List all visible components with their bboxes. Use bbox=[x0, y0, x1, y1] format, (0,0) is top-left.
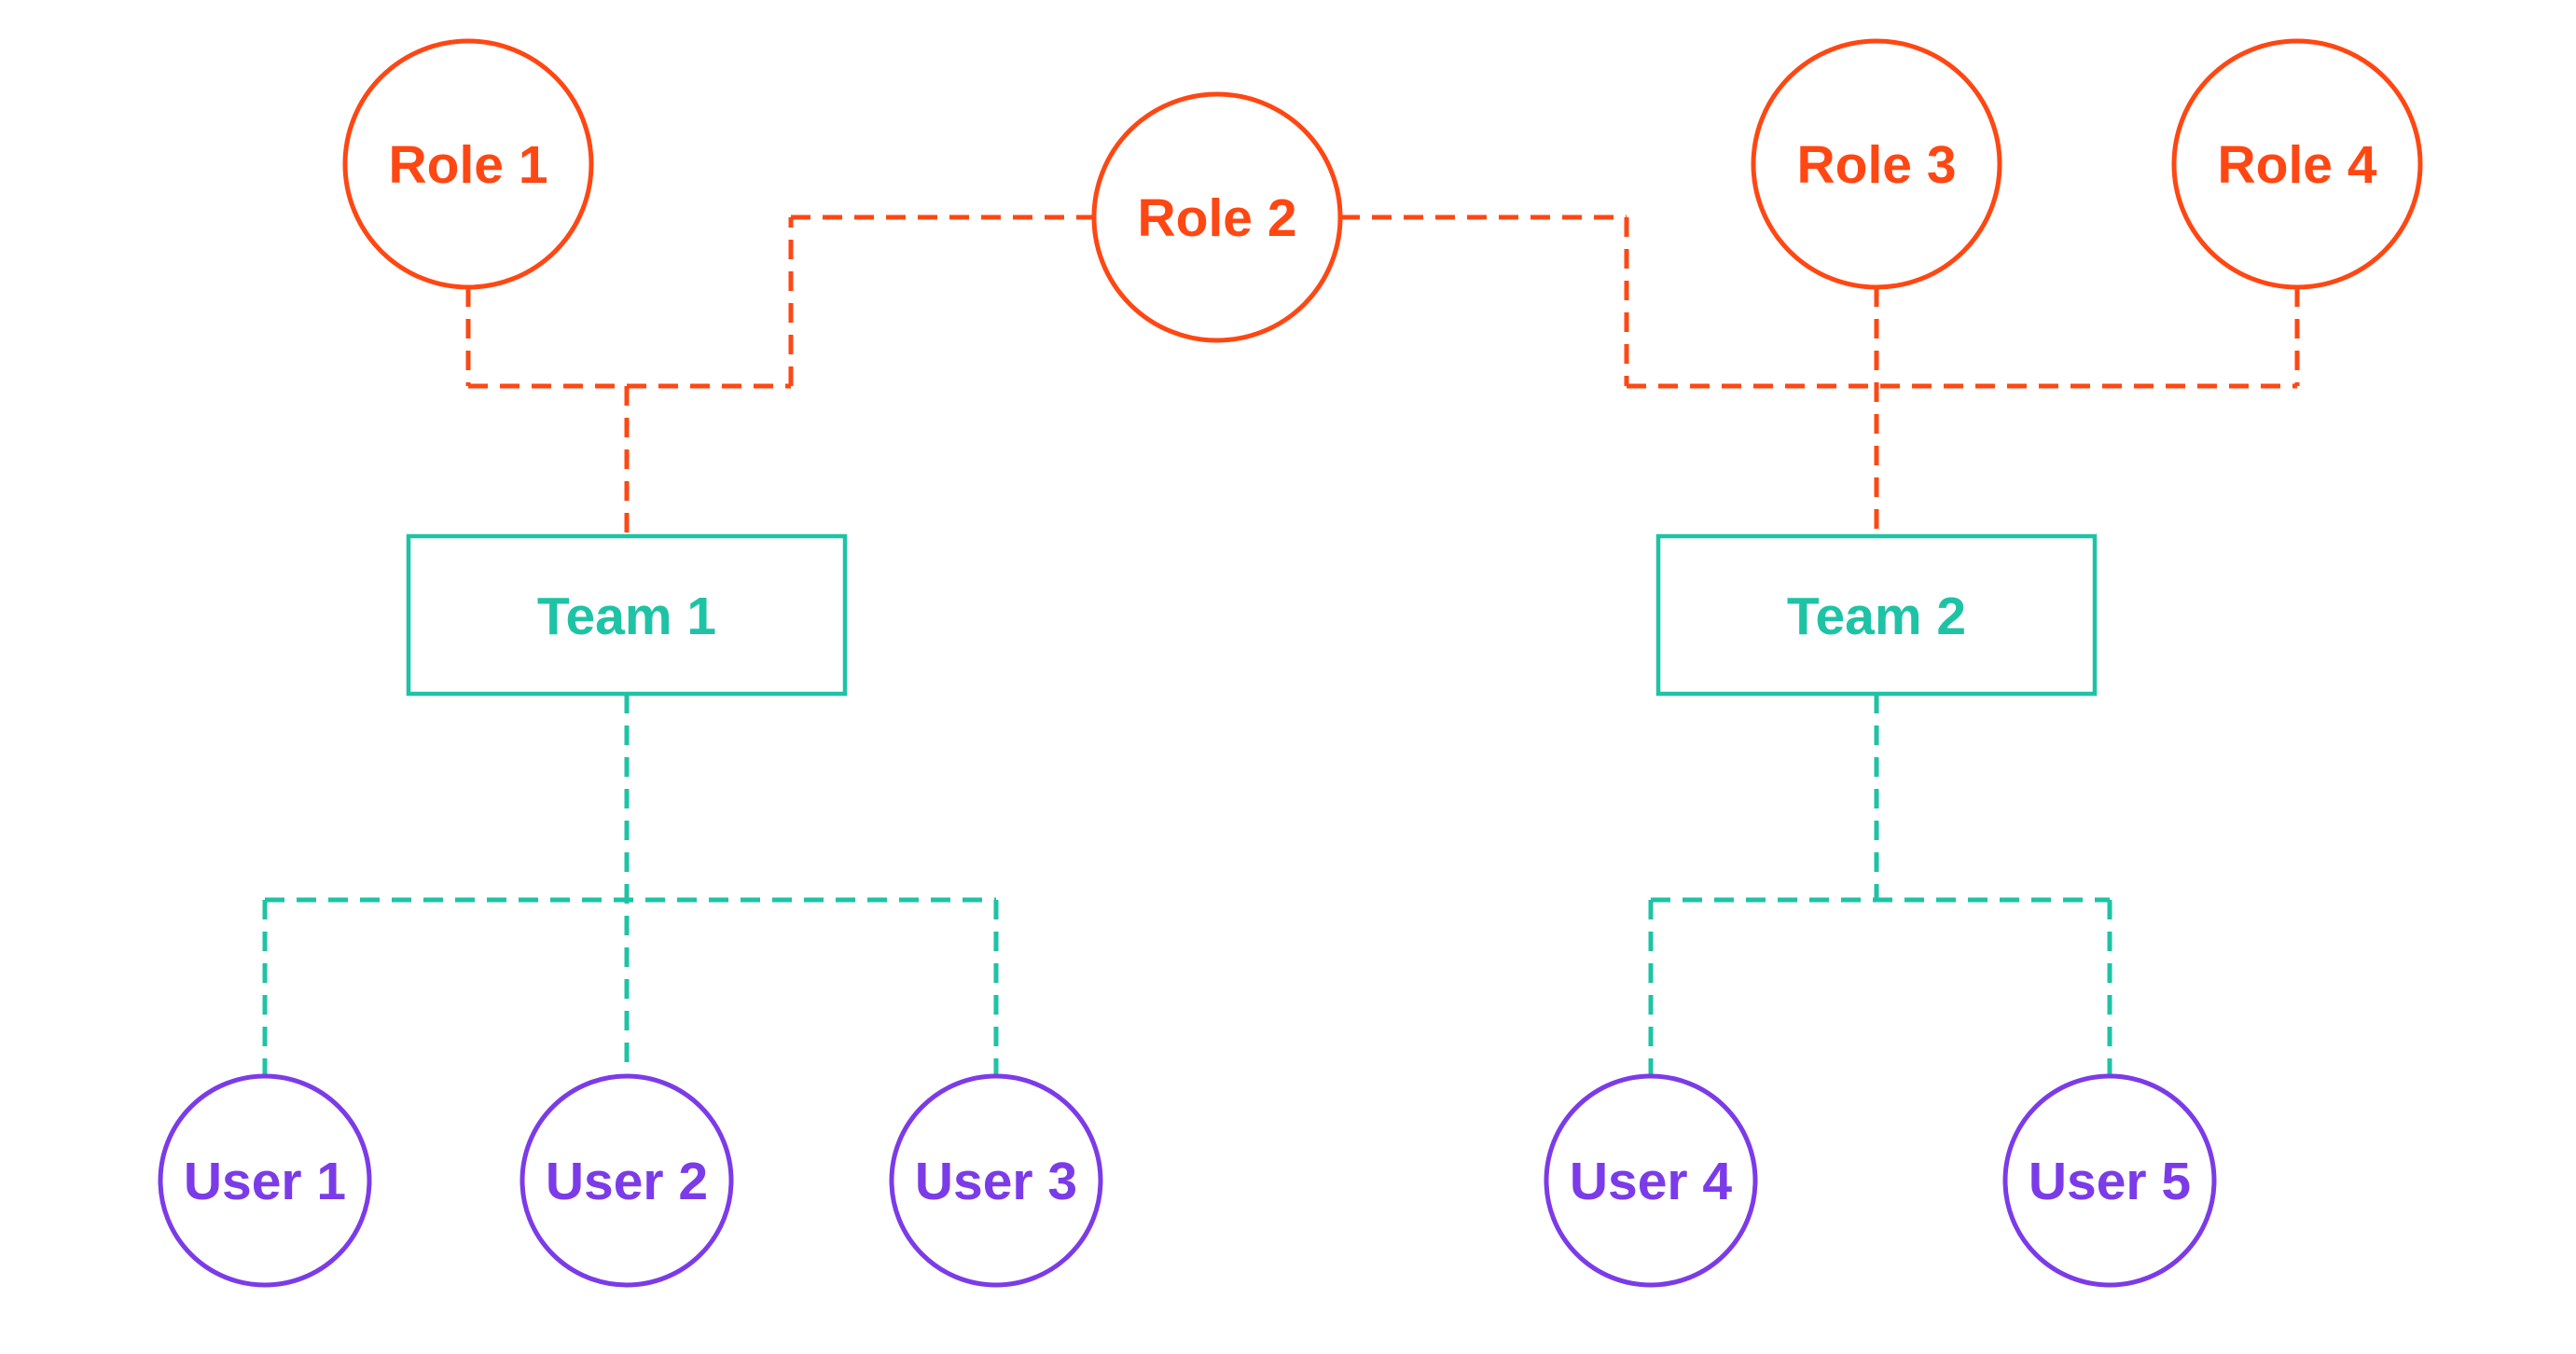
team-2-node: Team 2 bbox=[1655, 533, 2098, 697]
role-3-node: Role 3 bbox=[1751, 38, 2002, 290]
user-1-circle bbox=[158, 1073, 372, 1288]
user-2-node: User 2 bbox=[519, 1073, 734, 1288]
team-edges bbox=[262, 694, 2112, 1076]
role-1-circle bbox=[342, 38, 594, 290]
user-5-node: User 5 bbox=[2002, 1073, 2217, 1288]
user-5-circle bbox=[2002, 1073, 2217, 1288]
user-4-label: User 4 bbox=[1570, 1152, 1733, 1211]
role-2-label: Role 2 bbox=[1137, 188, 1296, 248]
role-2-circle bbox=[1091, 91, 1343, 343]
team-1-label: Team 1 bbox=[537, 587, 716, 646]
user-4-circle bbox=[1544, 1073, 1758, 1288]
role-edges bbox=[465, 214, 2300, 536]
user-3-node: User 3 bbox=[889, 1073, 1103, 1288]
user-3-circle bbox=[889, 1073, 1103, 1288]
team-2-label: Team 2 bbox=[1787, 587, 1966, 646]
role-1-node: Role 1 bbox=[342, 38, 594, 290]
role-4-circle bbox=[2171, 38, 2423, 290]
user-5-label: User 5 bbox=[2029, 1152, 2191, 1211]
team-1-box bbox=[406, 533, 848, 697]
user-2-label: User 2 bbox=[546, 1152, 708, 1211]
role-3-circle bbox=[1751, 38, 2002, 290]
role-4-node: Role 4 bbox=[2171, 38, 2423, 290]
user-4-node: User 4 bbox=[1544, 1073, 1758, 1288]
role-4-label: Role 4 bbox=[2217, 135, 2376, 195]
user-1-label: User 1 bbox=[184, 1152, 346, 1211]
team-1-node: Team 1 bbox=[406, 533, 848, 697]
role-2-node: Role 2 bbox=[1091, 91, 1343, 343]
user-1-node: User 1 bbox=[158, 1073, 372, 1288]
role-1-label: Role 1 bbox=[388, 135, 547, 195]
role-3-label: Role 3 bbox=[1796, 135, 1956, 195]
user-3-label: User 3 bbox=[915, 1152, 1077, 1211]
team-2-box bbox=[1655, 533, 2098, 697]
user-2-circle bbox=[519, 1073, 734, 1288]
